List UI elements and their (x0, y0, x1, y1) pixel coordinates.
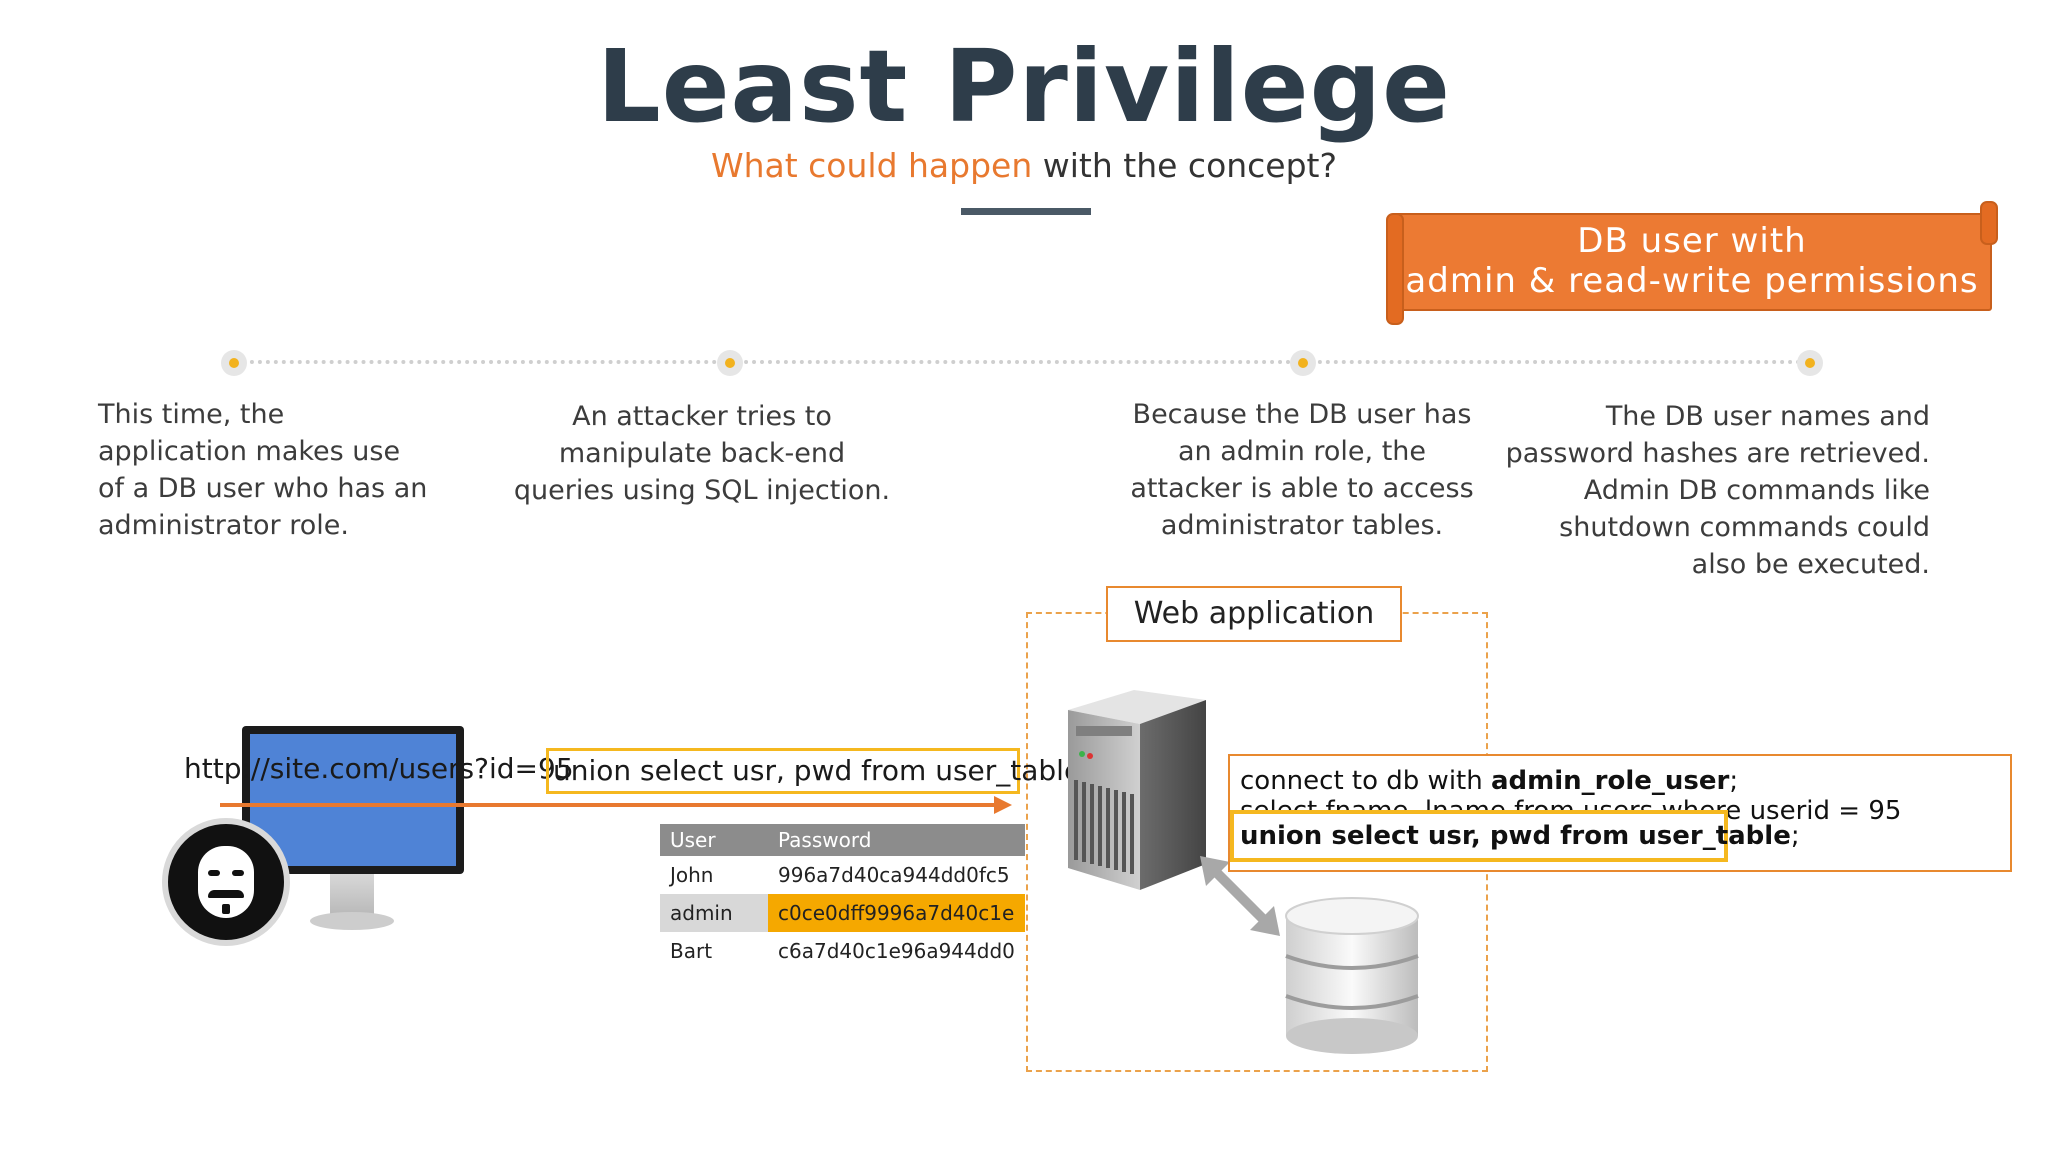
mask-beard (222, 904, 230, 914)
timeline-dot-2 (717, 350, 743, 376)
cell-user: admin (660, 894, 768, 932)
request-url: http://site.com/users?id=95 (184, 752, 574, 785)
server-icon (1068, 690, 1206, 890)
double-arrow-icon (1200, 856, 1280, 936)
table-header-row: User Password (660, 824, 1025, 856)
permissions-banner: DB user with admin & read-write permissi… (1386, 201, 1998, 325)
step-line: queries using SQL injection. (513, 475, 891, 506)
web-application-label: Web application (1106, 586, 1402, 642)
retrieved-credentials-table: User Password John 996a7d40ca944dd0fc5 a… (660, 824, 1025, 970)
step-line: Because the DB user has (1132, 399, 1472, 430)
step-line: Admin DB commands like (1583, 475, 1930, 506)
sql-injected-line: union select usr, pwd from user_table; (1230, 810, 1800, 862)
table-row: John 996a7d40ca944dd0fc5 (660, 856, 1025, 894)
subtitle-highlight: What could happen (710, 146, 1033, 185)
monitor-screen (250, 734, 456, 866)
cell-password: 996a7d40ca944dd0fc5 (778, 863, 1010, 887)
arrow-head-icon (994, 796, 1012, 814)
step-line: attacker is able to access (1130, 473, 1474, 504)
sql-line-1-suffix: ; (1729, 766, 1739, 796)
injection-payload: union select usr, pwd from user_table (546, 748, 1081, 794)
step-line: shutdown commands could (1559, 512, 1930, 543)
step-4-text: The DB user names and password hashes ar… (1500, 398, 1930, 583)
column-header-user: User (660, 824, 768, 856)
sql-injected-text: union select usr, pwd from user_table (1240, 821, 1791, 851)
step-line: administrator tables. (1160, 510, 1444, 541)
mask-moustache (208, 890, 244, 898)
banner-line-2: admin & read-write permissions (1405, 261, 1979, 301)
step-line: also be executed. (1691, 549, 1930, 580)
timeline-dot-4 (1797, 350, 1823, 376)
step-line: manipulate back-end (558, 438, 846, 469)
step-line: an admin role, the (1177, 436, 1427, 467)
step-line: password hashes are retrieved. (1505, 438, 1930, 469)
sql-line-1: connect to db with admin_role_user; (1240, 766, 1738, 796)
mask-eye (232, 870, 244, 876)
column-header-password: Password (768, 824, 1025, 856)
banner-scroll-left (1386, 213, 1404, 325)
banner-line-1: DB user with (1577, 221, 1807, 261)
monitor-base (310, 912, 394, 930)
timeline-dot-3 (1290, 350, 1316, 376)
step-line: The DB user names and (1605, 401, 1930, 432)
request-arrow (220, 803, 998, 807)
step-line: An attacker tries to (572, 401, 832, 432)
step-2-text: An attacker tries to manipulate back-end… (502, 398, 902, 509)
mask-eye (208, 870, 220, 876)
attacker-mask-icon (162, 818, 290, 946)
banner-scroll-right (1980, 201, 1998, 245)
step-1-text: This time, the application makes use of … (98, 396, 427, 544)
timeline-dot-1 (221, 350, 247, 376)
step-line: administrator role. (98, 510, 349, 541)
sql-injected-suffix: ; (1790, 821, 1800, 851)
step-line: application makes use (98, 436, 401, 467)
sql-line-1-user: admin_role_user (1490, 766, 1730, 796)
table-row-highlighted: admin c0ce0dff9996a7d40c1e (660, 894, 1025, 932)
cell-user: Bart (670, 939, 713, 963)
step-3-text: Because the DB user has an admin role, t… (1102, 396, 1502, 544)
title-divider (961, 208, 1091, 215)
mask-face (198, 846, 254, 918)
cell-user: John (670, 863, 714, 887)
monitor-stand (330, 874, 374, 916)
step-line: of a DB user who has an (98, 473, 428, 504)
timeline-dotted-line (234, 360, 1810, 374)
table-row: Bart c6a7d40c1e96a944dd0 (660, 932, 1025, 970)
page-title: Least Privilege (596, 28, 1451, 145)
subtitle-rest: with the concept? (1032, 146, 1338, 185)
cell-password: c6a7d40c1e96a944dd0 (778, 939, 1015, 963)
sql-line-1-prefix: connect to db with (1240, 766, 1491, 796)
step-line: This time, the (98, 399, 285, 430)
cell-password: c0ce0dff9996a7d40c1e (768, 894, 1025, 932)
database-icon (1285, 897, 1419, 1054)
page-subtitle: What could happen with the concept? (0, 146, 2048, 185)
